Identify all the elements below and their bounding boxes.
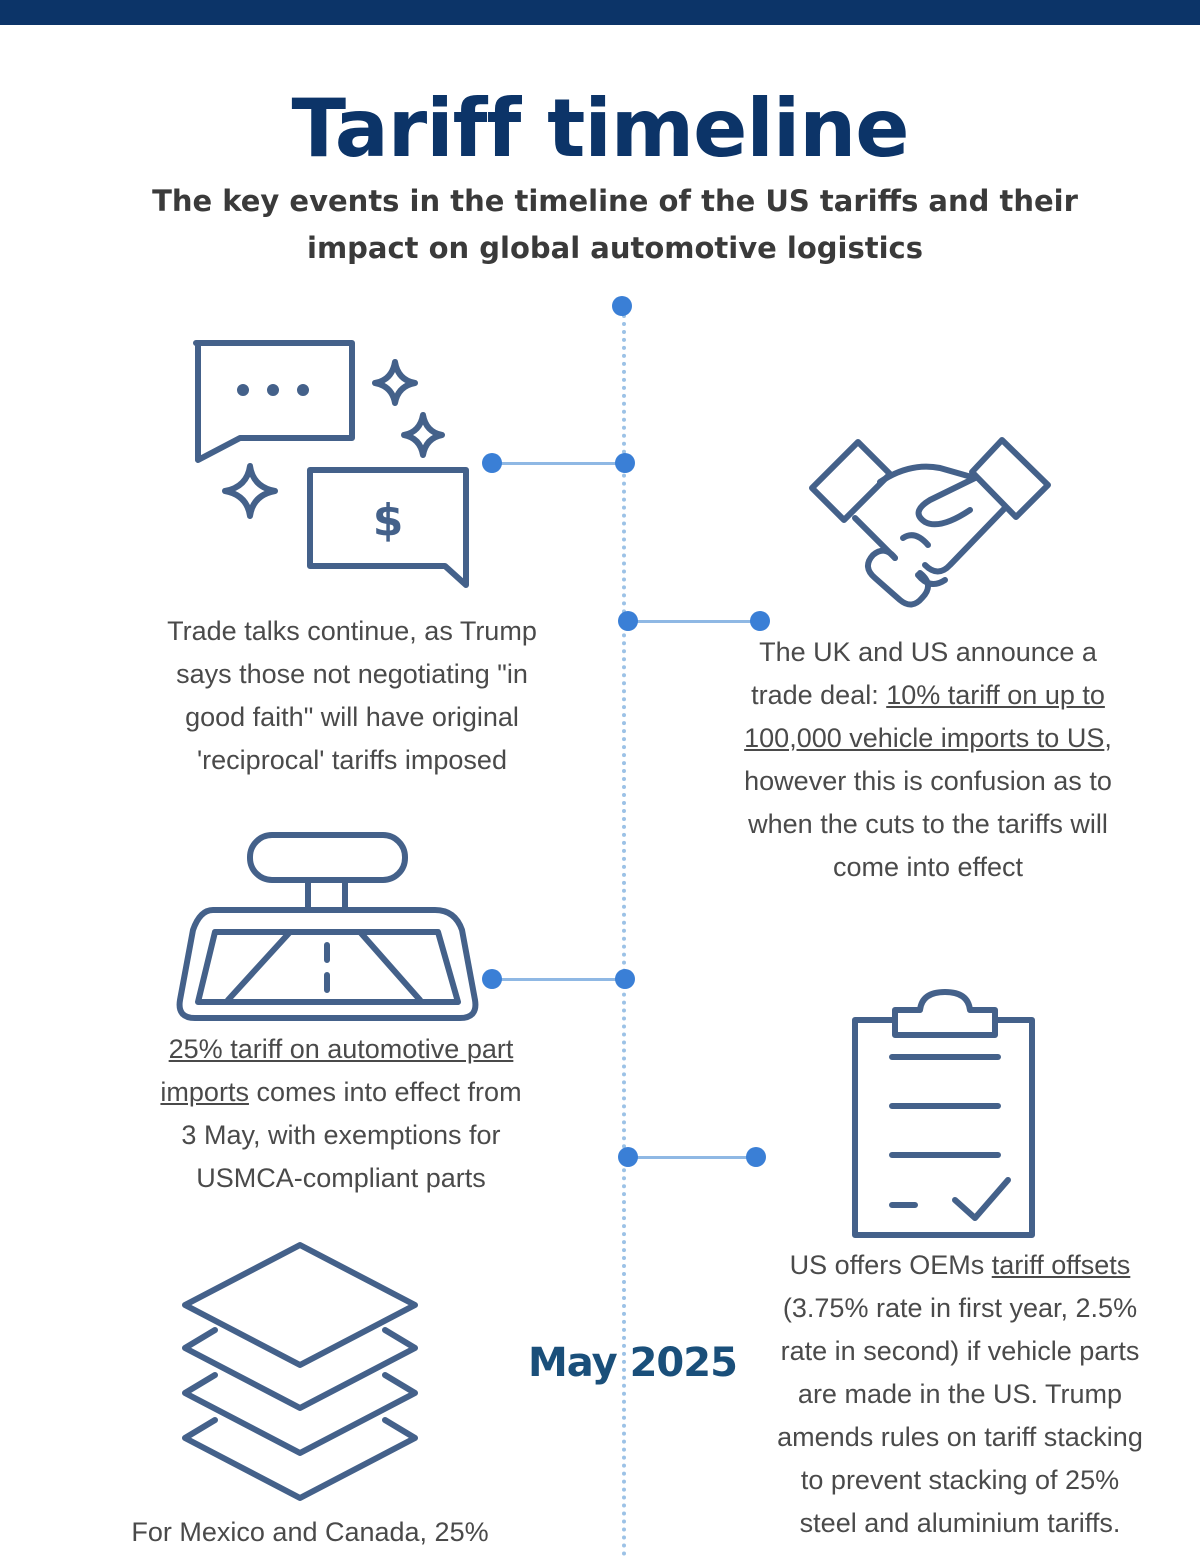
text-segment: rate in second) if vehicle parts [780, 1336, 1140, 1366]
text-segment: when the cuts to the tariffs will [748, 809, 1108, 839]
text-segment: amends rules on tariff stacking [777, 1422, 1143, 1452]
text-segment: comes into effect from [248, 1077, 522, 1107]
connector-dot [746, 1147, 766, 1167]
text-line: For Mexico and Canada, 25% [131, 1511, 488, 1554]
timeline-dot [618, 1147, 638, 1167]
text-line: US offers OEMs tariff offsets [777, 1244, 1143, 1287]
text-line: The UK and US announce a [744, 631, 1112, 674]
text-segment: to prevent stacking of 25% [800, 1465, 1120, 1495]
connector-2 [628, 620, 760, 623]
event-text-2: The UK and US announce a trade deal: 10% … [744, 631, 1112, 889]
timeline-axis [622, 306, 626, 1557]
top-bar [0, 0, 1200, 25]
text-line: (3.75% rate in first year, 2.5% [777, 1287, 1143, 1330]
text-line: when the cuts to the tariffs will [744, 803, 1112, 846]
connector-4 [628, 1156, 756, 1159]
connector-dot [750, 611, 770, 631]
timeline-start-dot [612, 296, 632, 316]
text-segment: 3 May, with exemptions for [181, 1120, 501, 1150]
text-segment: (3.75% rate in first year, 2.5% [782, 1293, 1138, 1323]
article-link[interactable]: 10% tariff on up to [886, 680, 1105, 710]
text-segment: however this is confusion as to [744, 766, 1112, 796]
text-segment: come into effect [832, 852, 1024, 882]
text-line: however this is confusion as to [744, 760, 1112, 803]
svg-text:$: $ [373, 495, 404, 546]
text-line: trade deal: 10% tariff on up to [744, 674, 1112, 717]
subtitle-line-2: impact on global automotive logistics [307, 231, 923, 265]
article-link[interactable]: 100,000 vehicle imports to US [744, 723, 1105, 753]
text-segment: US offers OEMs [789, 1250, 992, 1280]
text-line: rate in second) if vehicle parts [777, 1330, 1143, 1373]
text-line: 100,000 vehicle imports to US, [744, 717, 1112, 760]
text-line: amends rules on tariff stacking [777, 1416, 1143, 1459]
text-line: are made in the US. Trump [777, 1373, 1143, 1416]
text-segment: Trade talks continue, as Trump [167, 616, 537, 646]
text-segment: For Mexico and Canada, 25% [131, 1517, 489, 1547]
page-title: Tariff timeline [291, 82, 910, 175]
text-line: imports comes into effect from [160, 1071, 521, 1114]
event-text-1: Trade talks continue, as Trump says those… [167, 610, 537, 782]
event-text-5: For Mexico and Canada, 25% [131, 1511, 488, 1554]
text-line: 3 May, with exemptions for [160, 1114, 521, 1157]
text-segment: The UK and US announce a [759, 637, 1097, 667]
article-link[interactable]: tariff offsets [991, 1250, 1131, 1280]
event-text-4: US offers OEMs tariff offsets (3.75% rate… [777, 1244, 1143, 1545]
text-line: come into effect [744, 846, 1112, 889]
date-label: May 2025 [528, 1340, 738, 1386]
text-line: steel and aluminium tariffs. [777, 1502, 1143, 1545]
text-segment: , [1104, 723, 1112, 753]
text-line: to prevent stacking of 25% [777, 1459, 1143, 1502]
text-line: good faith" will have original [167, 696, 537, 739]
article-link[interactable]: 25% tariff on automotive part [168, 1034, 514, 1064]
text-line: Trade talks continue, as Trump [167, 610, 537, 653]
text-segment: are made in the US. Trump [797, 1379, 1123, 1409]
subtitle-line-1: The key events in the timeline of the US… [152, 184, 1078, 218]
text-segment: says those not negotiating "in [176, 659, 528, 689]
text-segment: 'reciprocal' tariffs imposed [197, 745, 507, 775]
text-line: 25% tariff on automotive part [160, 1028, 521, 1071]
connector-dot [482, 969, 502, 989]
article-link[interactable]: imports [160, 1077, 249, 1107]
event-text-3: 25% tariff on automotive part imports co… [160, 1028, 521, 1200]
text-segment: USMCA-compliant parts [196, 1163, 486, 1193]
connector-dot [482, 453, 502, 473]
timeline-dot [615, 969, 635, 989]
text-segment: trade deal: [751, 680, 887, 710]
timeline-dot [615, 453, 635, 473]
text-line: USMCA-compliant parts [160, 1157, 521, 1200]
connector-3 [492, 978, 625, 981]
text-segment: steel and aluminium tariffs. [799, 1508, 1121, 1538]
text-segment: good faith" will have original [185, 702, 519, 732]
text-line: 'reciprocal' tariffs imposed [167, 739, 537, 782]
text-line: says those not negotiating "in [167, 653, 537, 696]
timeline-dot [618, 611, 638, 631]
connector-1 [492, 462, 625, 465]
